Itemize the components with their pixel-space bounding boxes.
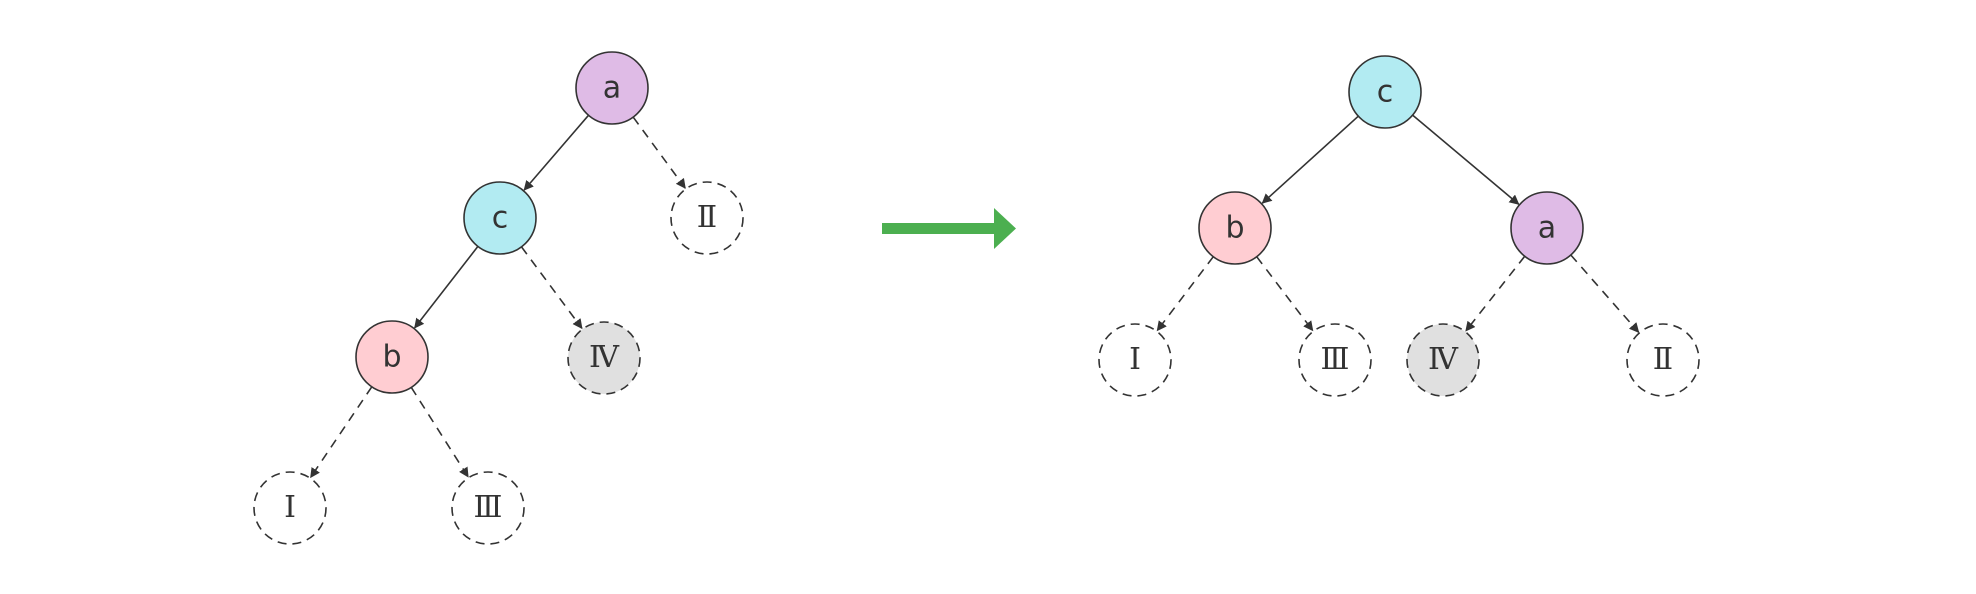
transform-arrow-icon xyxy=(882,208,1016,249)
node-before-b-label: b xyxy=(382,340,401,375)
edge-before-a-to-c xyxy=(523,114,590,191)
edge-before-b-to-III xyxy=(410,386,469,478)
node-after-b-circle xyxy=(1198,191,1272,265)
node-after-IV-circle xyxy=(1406,323,1480,397)
node-before-I-label: Ⅰ xyxy=(284,490,296,525)
node-before-II-label: Ⅱ xyxy=(697,200,717,235)
node-before-c-circle xyxy=(463,181,537,255)
node-after-IV-label: Ⅳ xyxy=(1428,342,1459,377)
node-after-IV: Ⅳ xyxy=(1406,323,1480,397)
node-before-IV-label: Ⅳ xyxy=(589,340,620,375)
node-after-II-circle xyxy=(1626,323,1700,397)
edge-after-a-to-IV xyxy=(1465,255,1526,332)
edge-before-a-to-II xyxy=(632,116,686,189)
node-before-c-label: c xyxy=(492,201,509,236)
edge-before-c-to-IV xyxy=(520,246,583,330)
node-after-a-label: a xyxy=(1538,211,1556,246)
node-after-a: a xyxy=(1510,191,1584,265)
edge-after-c-to-a xyxy=(1412,114,1520,205)
node-before-IV-circle xyxy=(567,321,641,395)
node-after-c-label: c xyxy=(1377,75,1394,110)
node-before-c: c xyxy=(463,181,537,255)
node-after-I-circle xyxy=(1098,323,1172,397)
edge-after-b-to-III xyxy=(1256,256,1314,332)
node-before-a: a xyxy=(575,51,649,125)
node-after-c: c xyxy=(1348,55,1422,129)
edge-after-b-to-I xyxy=(1156,256,1214,332)
edge-before-b-to-I xyxy=(310,386,373,479)
edge-after-c-to-b xyxy=(1261,115,1359,204)
node-before-III-circle xyxy=(451,471,525,545)
node-after-I: Ⅰ xyxy=(1098,323,1172,397)
node-before-a-circle xyxy=(575,51,649,125)
edge-before-c-to-b xyxy=(414,245,479,329)
node-before-II: Ⅱ xyxy=(670,181,744,255)
node-after-c-circle xyxy=(1348,55,1422,129)
node-after-I-label: Ⅰ xyxy=(1129,342,1141,377)
node-after-II: Ⅱ xyxy=(1626,323,1700,397)
node-after-III: Ⅲ xyxy=(1298,323,1372,397)
node-after-b-label: b xyxy=(1225,211,1244,246)
node-before-I: Ⅰ xyxy=(253,471,327,545)
node-before-IV: Ⅳ xyxy=(567,321,641,395)
node-after-II-label: Ⅱ xyxy=(1653,342,1673,377)
node-after-III-circle xyxy=(1298,323,1372,397)
node-before-I-circle xyxy=(253,471,327,545)
node-after-b: b xyxy=(1198,191,1272,265)
tree-before: a c b Ⅱ Ⅳ Ⅰ Ⅲ xyxy=(253,51,744,545)
tree-after: c b aⅠ Ⅲ Ⅳ Ⅱ xyxy=(1098,55,1700,397)
node-after-III-label: Ⅲ xyxy=(1321,342,1350,377)
node-before-b-circle xyxy=(355,320,429,394)
node-before-III-label: Ⅲ xyxy=(474,490,503,525)
node-before-a-label: a xyxy=(603,71,621,106)
node-before-III: Ⅲ xyxy=(451,471,525,545)
node-after-a-circle xyxy=(1510,191,1584,265)
node-before-II-circle xyxy=(670,181,744,255)
edge-after-a-to-II xyxy=(1570,254,1640,333)
node-before-b: b xyxy=(355,320,429,394)
